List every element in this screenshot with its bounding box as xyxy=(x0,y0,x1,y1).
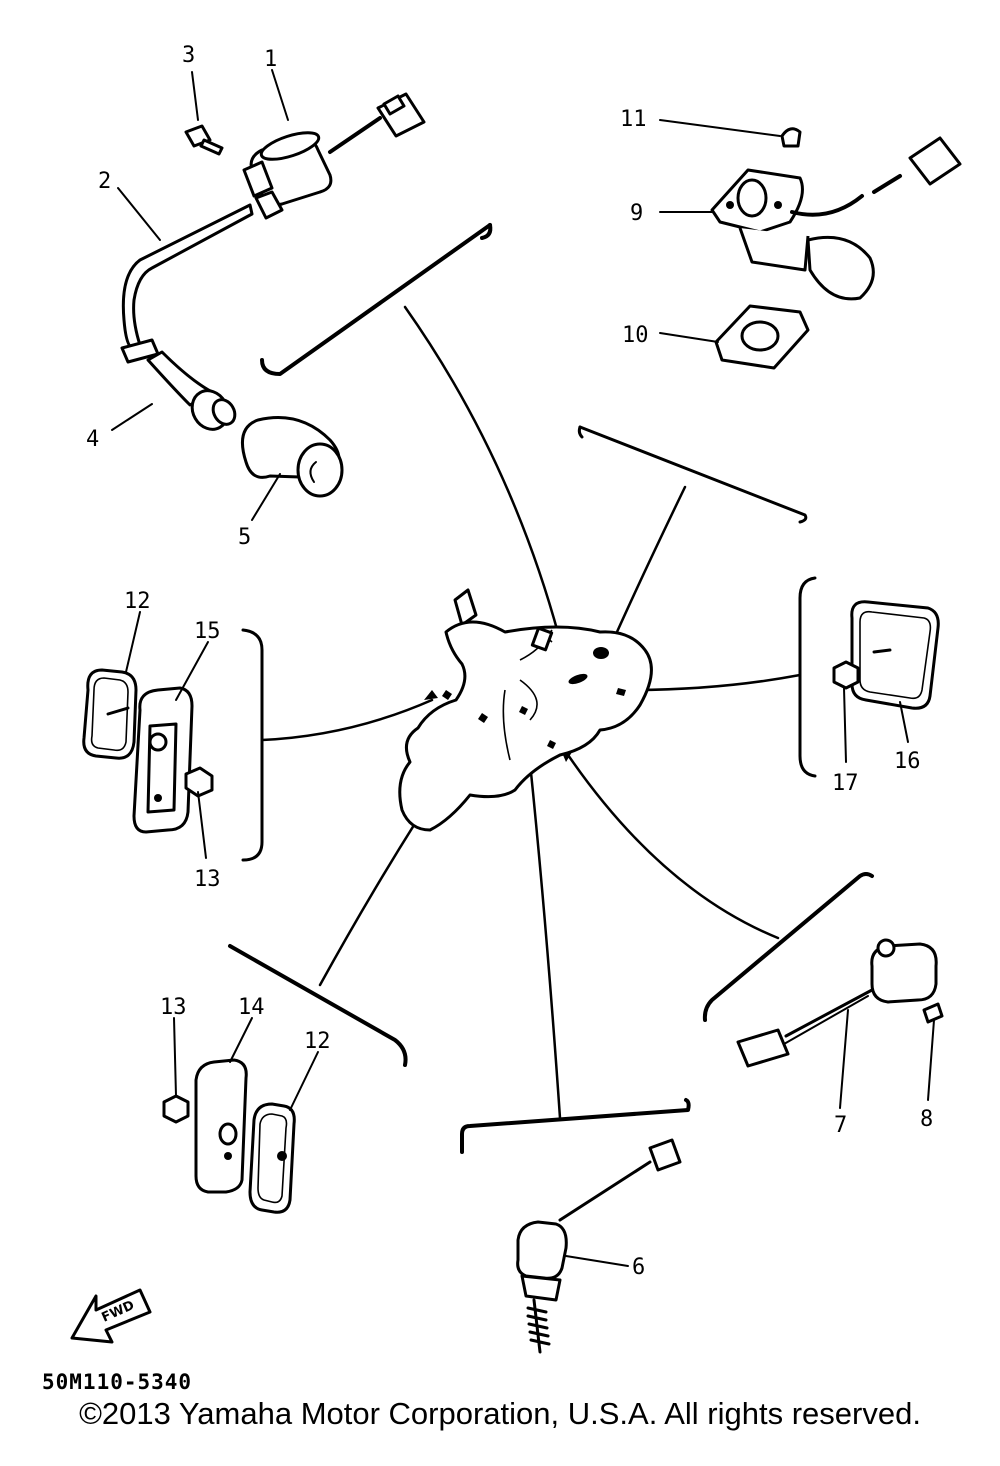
screw-8 xyxy=(922,1002,944,1024)
switch-7 xyxy=(736,938,944,1068)
bracket-top-right xyxy=(578,425,808,524)
lamp-bottom-left xyxy=(162,1058,296,1214)
callout-12-bottom: 12 xyxy=(304,1029,331,1054)
callout-17: 17 xyxy=(832,771,859,796)
diagram-code: 50M110-5340 xyxy=(42,1370,193,1394)
callout-11: 11 xyxy=(620,107,647,132)
bracket-top-left xyxy=(260,223,492,376)
lamp-right xyxy=(832,600,940,710)
callout-10: 10 xyxy=(622,323,649,348)
leader-top-left xyxy=(403,305,570,674)
bracket-bottom xyxy=(460,1098,691,1154)
bracket-bottom-right xyxy=(702,872,874,1022)
plug-cap-5 xyxy=(241,416,344,498)
sensor-6 xyxy=(516,1138,682,1354)
bracket-bottom-left xyxy=(228,944,408,1067)
callout-12-left: 12 xyxy=(124,589,151,614)
callout-13-bottom: 13 xyxy=(160,995,187,1020)
sender-unit xyxy=(710,127,962,370)
nut-13-bottom xyxy=(162,1094,190,1124)
callout-13-left: 13 xyxy=(194,867,221,892)
screw-11 xyxy=(780,127,802,148)
leader-top-right xyxy=(606,485,687,654)
lamp-left xyxy=(82,668,214,834)
sender-connector xyxy=(908,136,962,186)
nut-13-left xyxy=(184,766,214,798)
copyright-text: ©2013 Yamaha Motor Corporation, U.S.A. A… xyxy=(79,1396,921,1431)
leader-left xyxy=(260,698,434,742)
switch-connector xyxy=(736,1028,790,1068)
callout-leaders xyxy=(111,69,935,1267)
callout-2: 2 xyxy=(98,169,111,194)
callout-3: 3 xyxy=(182,43,195,68)
callout-6: 6 xyxy=(632,1255,645,1280)
bolt-3 xyxy=(184,124,224,156)
callout-14: 14 xyxy=(238,995,265,1020)
callout-5: 5 xyxy=(238,525,251,550)
callout-16: 16 xyxy=(894,749,921,774)
callout-1: 1 xyxy=(264,47,277,72)
nut-17 xyxy=(832,660,860,690)
leader-bottom-right xyxy=(564,750,780,940)
callout-4: 4 xyxy=(86,427,99,452)
callout-15: 15 xyxy=(194,619,221,644)
coil-wire xyxy=(328,116,382,154)
callout-7: 7 xyxy=(834,1113,847,1138)
leader-right xyxy=(628,673,802,692)
callouts: 1 2 3 4 5 6 7 8 9 10 11 12 12 13 13 14 1… xyxy=(86,43,933,1280)
plug-lead xyxy=(120,203,254,431)
group-brackets xyxy=(228,223,874,1154)
callout-9: 9 xyxy=(630,201,643,226)
bracket-left xyxy=(241,628,264,862)
engine-outline xyxy=(398,588,653,832)
callout-8: 8 xyxy=(920,1107,933,1132)
ignition-coil xyxy=(242,92,426,220)
bracket-right xyxy=(798,576,817,778)
fwd-arrow-icon: FWD xyxy=(70,1288,152,1344)
sensor-connector xyxy=(648,1138,682,1172)
